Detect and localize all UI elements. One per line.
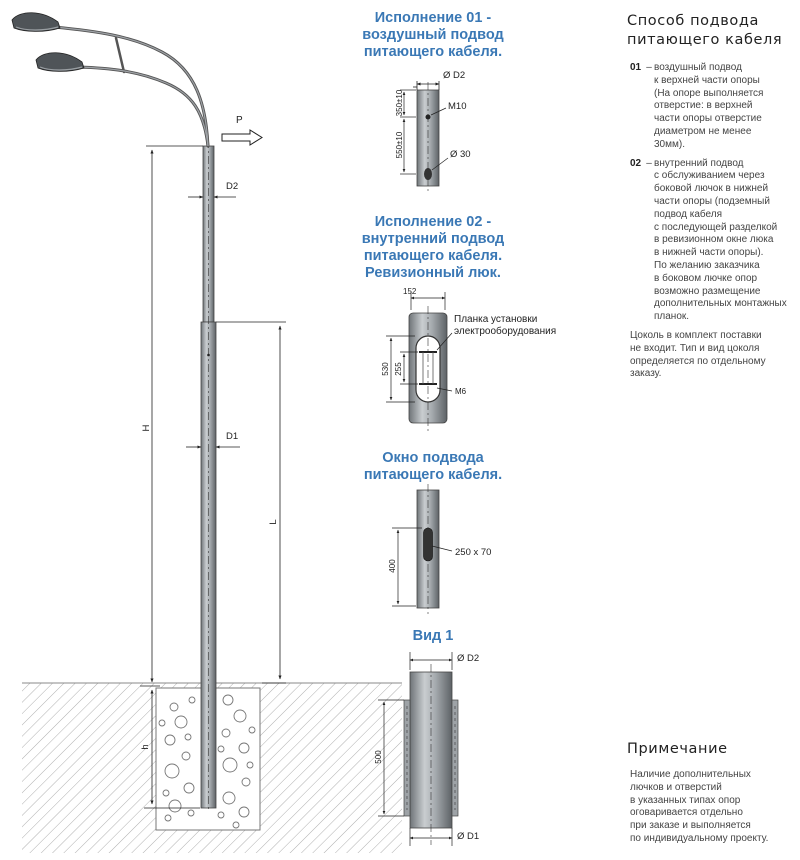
variant-01-detail: Исполнение 01 - воздушный подвод питающе…	[362, 10, 504, 192]
variant-02-title-line1: Исполнение 02 -	[375, 214, 492, 230]
variant-02-plate-line2: электрооборудования	[454, 325, 556, 337]
cable-window-detail: Окно подвода питающего кабеля. 250 x 70 …	[364, 450, 502, 614]
variant-01-dim-d2: Ø D2	[443, 70, 465, 81]
variant-02-dim-255: 255	[394, 362, 403, 376]
cable-window-dim-size: 250 x 70	[455, 547, 491, 558]
cable-window-title-line1: Окно подвода	[382, 450, 484, 466]
cable-window-title-line2: питающего кабеля.	[364, 467, 502, 483]
dim-d1-label: D1	[226, 431, 238, 442]
method-item-text: воздушный подвод к верхней части опоры (…	[654, 62, 764, 150]
cable-window-dim-400: 400	[388, 559, 397, 573]
view-1-title: Вид 1	[413, 628, 454, 644]
variant-01-dim-550: 550±10	[395, 131, 404, 158]
base-note: Цоколь в комплект поставки не входит. Ти…	[630, 329, 766, 380]
variant-01-dim-m10: M10	[448, 101, 466, 112]
variant-01-title-line2: воздушный подвод	[362, 27, 503, 43]
force-label: P	[236, 115, 243, 126]
dim-h-small-label: h	[140, 744, 151, 749]
dim-d2-label: D2	[226, 181, 238, 192]
main-pole-drawing: P D2 D1 H L	[11, 12, 402, 853]
variant-02-title-line4: Ревизионный люк.	[365, 265, 501, 281]
lamp-brackets	[52, 25, 210, 148]
cable-supply-heading: Способ подвода питающего кабеля	[627, 12, 796, 50]
variant-01-dim-350: 350±10	[395, 89, 404, 116]
view-1-detail: Вид 1 Ø D2 500 Ø D1	[374, 628, 479, 846]
method-item-dash: –	[646, 62, 652, 73]
variant-02-title-line2: внутренний подвод	[362, 231, 505, 247]
variant-01-title-line3: питающего кабеля.	[364, 44, 502, 60]
note-text: Наличие дополнительных лючков и отверсти…	[630, 769, 769, 844]
cable-supply-heading-line1: Способ подвода	[627, 13, 759, 29]
dim-d1-main: D1	[186, 431, 240, 449]
method-item-02: 02 – внутренний подвод с обслуживанием ч…	[624, 158, 796, 324]
dim-l: L	[216, 321, 286, 684]
view-1-dim-d1: Ø D1	[457, 831, 479, 842]
force-arrow: P	[221, 115, 263, 146]
note-heading: Примечание	[627, 741, 728, 757]
variant-02-detail: Исполнение 02 - внутренний подвод питающ…	[362, 214, 556, 432]
method-item-01: 01 – воздушный подвод к верхней части оп…	[624, 62, 796, 152]
dim-l-label: L	[268, 519, 279, 524]
variant-01-dim-d30: Ø 30	[450, 149, 471, 160]
variant-02-title-line3: питающего кабеля.	[364, 248, 502, 264]
dim-d2-main: D2	[188, 181, 238, 199]
cable-supply-method-panel: Способ подвода питающего кабеля 01 – воз…	[624, 8, 796, 381]
dim-h-total: H	[140, 145, 203, 687]
method-item-dash: –	[646, 157, 652, 169]
variant-02-plate-line1: Планка установки	[454, 314, 537, 325]
method-item-number: 01	[630, 62, 642, 73]
variant-02-dim-m6: M6	[455, 387, 467, 396]
dim-h-foundation: h	[140, 689, 200, 809]
note-panel: Примечание Наличие дополнительных лючков…	[624, 736, 796, 846]
method-item-number: 02	[630, 157, 642, 169]
view-1-dim-d2: Ø D2	[457, 653, 479, 664]
variant-02-dim-530: 530	[381, 362, 390, 376]
lamp-head-upper	[11, 12, 61, 32]
variant-02-dim-152: 152	[403, 287, 417, 296]
dim-h-label: H	[141, 424, 152, 431]
cable-supply-heading-line2: питающего кабеля	[627, 32, 783, 48]
lamp-head-lower	[35, 52, 85, 72]
variant-01-title-line1: Исполнение 01 -	[375, 10, 492, 26]
method-item-text: внутренний подвод с обслуживанием через …	[654, 157, 787, 323]
view-1-dim-500: 500	[374, 750, 383, 764]
